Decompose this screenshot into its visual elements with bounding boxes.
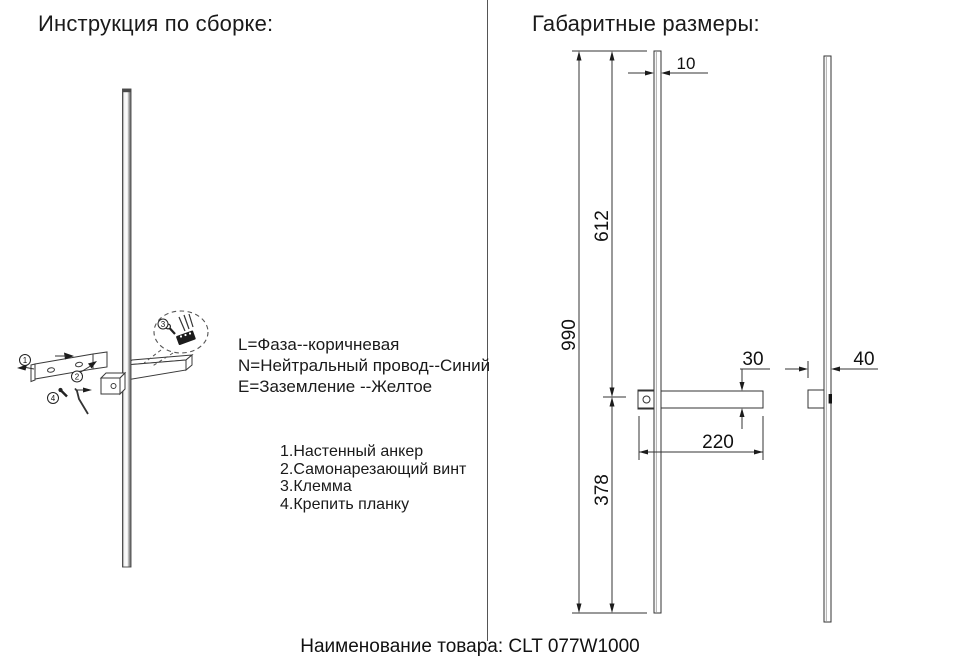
parts-item-2: 2.Самонарезающий винт [280, 460, 467, 478]
rod-top-cap [122, 89, 131, 93]
plate-hole [47, 367, 55, 373]
front-view-rod [653, 50, 662, 614]
wiring-line-n: N=Нейтральный провод--Синий [238, 356, 491, 375]
terminal-dot [188, 332, 192, 335]
dim-30-label: 30 [742, 349, 763, 370]
parts-item-1: 1.Настенный анкер [280, 443, 424, 460]
parts-item-3: 3.Клемма [280, 478, 352, 495]
terminal-dot [179, 335, 183, 338]
callout-3-badge: 3 [157, 318, 169, 330]
bracket-box [99, 371, 127, 396]
dim-378-label: 378 [592, 474, 613, 506]
side-set-screw [828, 394, 832, 404]
callout-1-badge: 1 [19, 354, 31, 366]
parts-item-4: 4.Крепить планку [280, 495, 410, 513]
dim-10: 10 [628, 54, 708, 76]
assembly-illustration: 1 2 3 4 [17, 88, 209, 568]
dim-40: 40 [785, 349, 878, 378]
lamp-rod [122, 88, 132, 568]
terminal-wires [178, 313, 194, 332]
detail-leaders [143, 349, 174, 368]
plate-hole [75, 361, 83, 368]
callout-2-number: 2 [75, 373, 80, 382]
dim-612-label: 612 [592, 210, 613, 242]
callout-4-badge: 4 [47, 392, 59, 404]
callout-4-number: 4 [51, 394, 56, 403]
dim-378: 378 [592, 397, 615, 613]
detail-bubble [153, 310, 209, 354]
dim-220: 220 [638, 416, 764, 460]
front-view-arm [637, 389, 764, 410]
side-view-rod [823, 55, 832, 623]
callout-1-number: 1 [23, 356, 28, 365]
dim-612: 612 [592, 51, 615, 397]
extension-lines [572, 50, 647, 614]
dimensions-drawing: 990 612 378 [559, 50, 878, 623]
dim-220-label: 220 [702, 432, 734, 453]
wiring-line-l: L=Фаза--коричневая [238, 335, 400, 354]
wiring-line-e: E=Заземление --Желтое [238, 377, 433, 396]
allen-key [74, 387, 89, 415]
parts-list: 1.Настенный анкер 2.Самонарезающий винт … [280, 443, 466, 513]
arm-mount-hole [642, 395, 651, 404]
panel-divider [487, 0, 488, 641]
set-screw [58, 387, 68, 398]
assembly-arrows [17, 352, 97, 393]
dim-30: 30 [739, 349, 770, 429]
dim-990: 990 [559, 51, 582, 613]
product-caption: Наименование товара: CLT 077W1000 [300, 636, 640, 657]
right-panel-title: Габаритные размеры: [532, 11, 760, 36]
dim-10-label: 10 [677, 54, 696, 73]
wiring-legend: L=Фаза--коричневая N=Нейтральный провод-… [238, 334, 490, 397]
callout-3-number: 3 [161, 320, 166, 329]
callouts: 1 2 3 4 [19, 318, 169, 404]
terminal-dot [184, 333, 187, 337]
dim-990-label: 990 [559, 319, 580, 351]
callout-2-badge: 2 [71, 370, 83, 383]
dim-40-label: 40 [853, 349, 874, 370]
lamp-arm [124, 353, 194, 381]
left-panel-title: Инструкция по сборке: [38, 11, 274, 36]
